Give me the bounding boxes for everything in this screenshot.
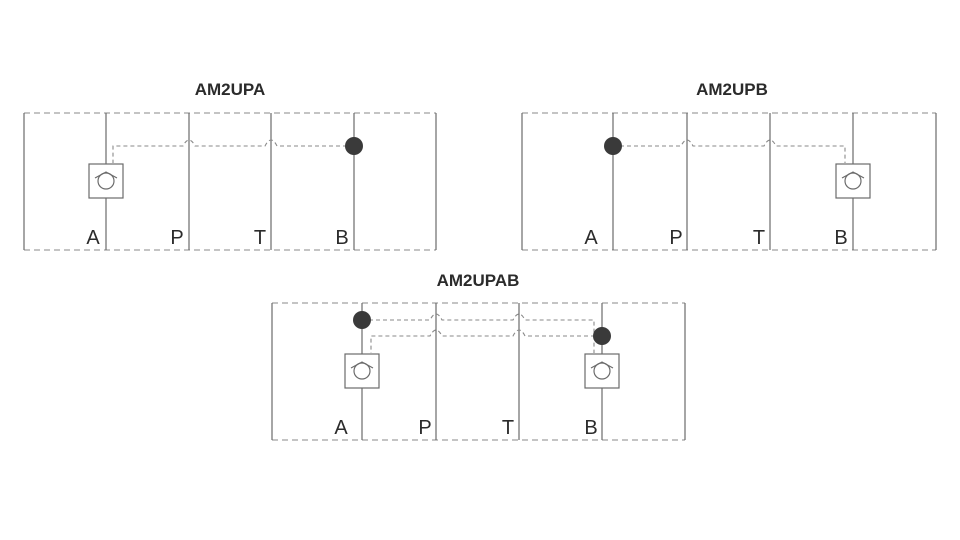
pilot-point-icon (604, 137, 622, 155)
port-label-t: T (254, 227, 266, 249)
diagram-title: AM2UPAB (437, 271, 520, 290)
port-label-a: A (584, 227, 598, 249)
pilot-point-icon (593, 327, 611, 345)
port-label-b: B (584, 417, 597, 439)
port-label-p: P (418, 417, 431, 439)
pilot-line-a-to-b (362, 313, 595, 353)
check-valve-icon (344, 353, 380, 389)
check-valve-icon (88, 163, 124, 199)
diagram-title: AM2UPB (696, 80, 768, 99)
port-label-a: A (334, 417, 348, 439)
port-label-t: T (753, 227, 765, 249)
port-label-a: A (86, 227, 100, 249)
diagram-am2upa: AM2UPA A P T B (23, 80, 437, 251)
diagram-am2upb: AM2UPB A P T B (521, 80, 937, 251)
port-label-b: B (335, 227, 348, 249)
diagram-am2upab: AM2UPAB A P T B (271, 271, 686, 441)
pilot-line-b-to-a (370, 329, 602, 353)
check-valve-icon (835, 163, 871, 199)
pilot-point-icon (345, 137, 363, 155)
port-label-p: P (669, 227, 682, 249)
port-label-b: B (834, 227, 847, 249)
check-valve-icon (584, 353, 620, 389)
pilot-point-icon (353, 311, 371, 329)
pilot-line (613, 139, 846, 163)
pilot-line (112, 139, 354, 163)
port-label-t: T (502, 417, 514, 439)
diagram-title: AM2UPA (195, 80, 266, 99)
port-label-p: P (170, 227, 183, 249)
